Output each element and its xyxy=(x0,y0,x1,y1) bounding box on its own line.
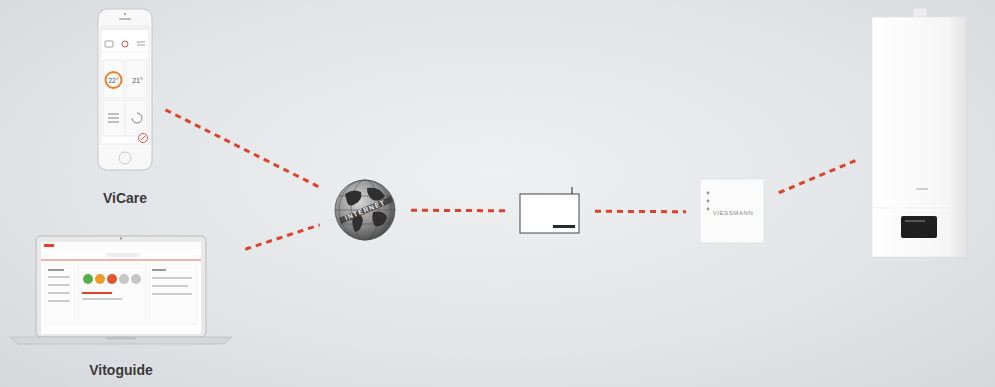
internet-globe: INTERNET xyxy=(333,178,397,242)
device-label: ViCare xyxy=(103,190,147,206)
illustration-part xyxy=(119,152,131,164)
dotted-connection xyxy=(779,159,859,193)
illustration-part xyxy=(36,236,206,337)
illustration-part xyxy=(520,194,579,233)
illustration-part xyxy=(98,9,152,170)
vitoconnect-module: VIESSMANN xyxy=(700,179,766,245)
illustration-part xyxy=(553,225,575,228)
illustration-part xyxy=(78,264,146,324)
illustration-part xyxy=(901,216,937,238)
illustration-part xyxy=(137,42,145,43)
illustration-part xyxy=(48,284,70,286)
illustration-part xyxy=(707,200,710,203)
illustration-part xyxy=(103,60,124,98)
illustration-part xyxy=(152,293,192,295)
laptop: Vitoguide xyxy=(10,234,232,346)
dotted-connection xyxy=(595,210,686,213)
illustration-part xyxy=(372,212,387,227)
illustration-part xyxy=(41,260,201,261)
illustration-part xyxy=(101,26,149,144)
illustration-part xyxy=(872,208,966,209)
display-value: 21° xyxy=(132,77,143,84)
smartphone: ViCare xyxy=(97,8,153,171)
illustration-part xyxy=(41,242,201,334)
illustration-part xyxy=(700,179,764,243)
illustration-part xyxy=(126,60,147,98)
illustration-part xyxy=(367,188,385,201)
illustration-part xyxy=(101,26,149,30)
illustration-part xyxy=(335,180,395,240)
illustration-part xyxy=(95,274,105,284)
illustration-part xyxy=(913,8,927,18)
illustration-part xyxy=(905,220,925,222)
illustration-part xyxy=(345,190,361,205)
illustration-part xyxy=(119,18,131,20)
illustration-part xyxy=(571,187,572,194)
dotted-connection xyxy=(166,110,321,188)
illustration-part xyxy=(872,17,966,257)
illustration-part xyxy=(41,242,201,249)
illustration-part xyxy=(106,337,136,340)
illustration-part xyxy=(152,277,192,279)
illustration-part xyxy=(149,264,197,324)
illustration-part xyxy=(120,238,122,240)
illustration-part xyxy=(872,8,966,260)
illustration-part xyxy=(137,45,145,46)
illustration-part xyxy=(126,100,147,136)
illustration-part xyxy=(48,292,70,294)
device-label: Vitoguide xyxy=(89,362,153,378)
illustration-part xyxy=(122,41,128,47)
illustration-part xyxy=(48,276,70,278)
illustration-part xyxy=(107,274,117,284)
illustration-part xyxy=(82,292,112,294)
illustration-part xyxy=(707,208,710,211)
illustration-part xyxy=(106,72,122,88)
illustration-part xyxy=(106,253,140,257)
brand-logo: VIESSMANN xyxy=(713,210,754,216)
illustration-part xyxy=(124,13,126,15)
illustration-part xyxy=(97,8,153,171)
illustration-part xyxy=(48,300,70,302)
illustration-part xyxy=(119,274,129,284)
illustration-part xyxy=(131,274,141,284)
illustration-part xyxy=(83,274,93,284)
illustration-part xyxy=(44,244,54,247)
router xyxy=(519,187,581,235)
illustration-part xyxy=(916,188,928,190)
illustration-part xyxy=(101,52,149,53)
dotted-connection xyxy=(245,225,319,249)
illustration-part xyxy=(45,264,75,324)
illustration-part xyxy=(82,298,122,300)
illustration-part xyxy=(10,337,232,344)
illustration-part xyxy=(339,196,393,224)
illustration-part xyxy=(139,134,148,143)
illustration-part xyxy=(105,41,113,47)
gas-boiler xyxy=(872,8,966,260)
illustration-part xyxy=(48,269,64,271)
dotted-connection xyxy=(411,209,505,213)
illustration-part xyxy=(132,113,142,123)
illustration-part xyxy=(707,192,710,195)
illustration-part xyxy=(152,269,166,271)
illustration-part xyxy=(152,285,188,287)
illustration-part xyxy=(519,187,581,235)
illustration-part xyxy=(103,100,124,136)
illustration-part xyxy=(108,114,119,115)
illustration-part xyxy=(108,122,119,123)
illustration-part xyxy=(141,136,145,140)
display-value: 22° xyxy=(108,77,119,84)
illustration-part xyxy=(108,118,119,119)
illustration-part xyxy=(10,234,232,346)
